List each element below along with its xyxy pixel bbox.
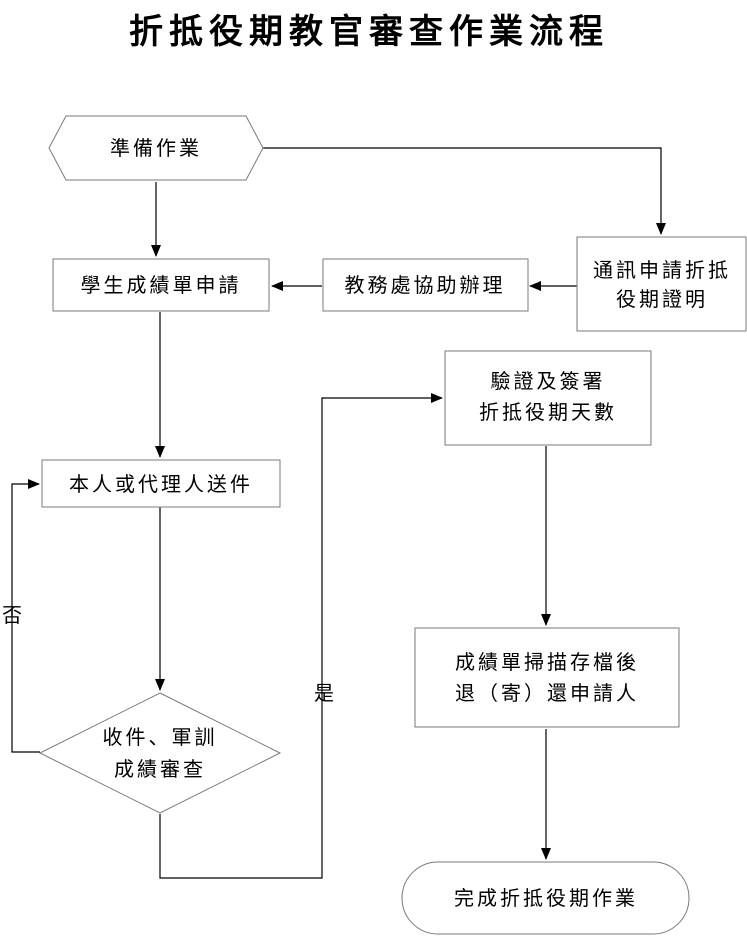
academic-assist-box xyxy=(322,258,529,312)
academic-assist-label: 教務處協助辦理 xyxy=(345,273,506,297)
edge-review-no-loop xyxy=(11,479,40,753)
node-academic-assist: 教務處協助辦理 xyxy=(322,258,529,312)
prep-shape xyxy=(48,115,264,181)
submit-label: 本人或代理人送件 xyxy=(69,472,253,496)
finish-label: 完成折抵役期作業 xyxy=(454,886,638,910)
prep-label: 準備作業 xyxy=(110,136,202,160)
edge-prep-to-mail-apply xyxy=(262,147,666,235)
verify-sign-line2: 折抵役期天數 xyxy=(479,400,617,424)
node-submit: 本人或代理人送件 xyxy=(41,459,281,508)
review-line1: 收件、軍訓 xyxy=(103,725,218,749)
finish-shape xyxy=(401,861,690,935)
review-line2: 成績審查 xyxy=(114,757,206,781)
mail-apply-box xyxy=(576,236,747,332)
edge-label-yes: 是 xyxy=(314,681,334,705)
node-transcript-apply: 學生成績單申請 xyxy=(52,258,270,312)
node-mail-apply: 通訊申請折抵 役期證明 xyxy=(576,236,747,332)
submit-box xyxy=(41,459,281,508)
mail-apply-line2: 役期證明 xyxy=(616,287,708,311)
verify-sign-line1: 驗證及簽署 xyxy=(491,369,606,393)
node-finish: 完成折抵役期作業 xyxy=(401,861,690,935)
review-shape xyxy=(38,692,282,814)
page-title: 折抵役期教官審查作業流程 xyxy=(129,12,609,52)
node-scan-return: 成績單掃描存檔後 退（寄）還申請人 xyxy=(414,627,680,728)
edge-review-yes-to-verify xyxy=(159,393,443,879)
node-verify-sign: 驗證及簽署 折抵役期天數 xyxy=(444,350,652,446)
mail-apply-line1: 通訊申請折抵 xyxy=(593,258,731,282)
transcript-apply-box xyxy=(52,258,270,312)
transcript-apply-label: 學生成績單申請 xyxy=(81,273,242,297)
connectors xyxy=(11,147,666,879)
scan-return-line2: 退（寄）還申請人 xyxy=(455,681,639,705)
scan-return-line1: 成績單掃描存檔後 xyxy=(455,650,639,674)
verify-sign-box xyxy=(444,350,652,446)
scan-return-box xyxy=(414,627,680,728)
edge-label-no: 否 xyxy=(2,603,22,627)
node-review: 收件、軍訓 成績審查 xyxy=(38,692,282,814)
node-prep: 準備作業 xyxy=(48,115,264,181)
